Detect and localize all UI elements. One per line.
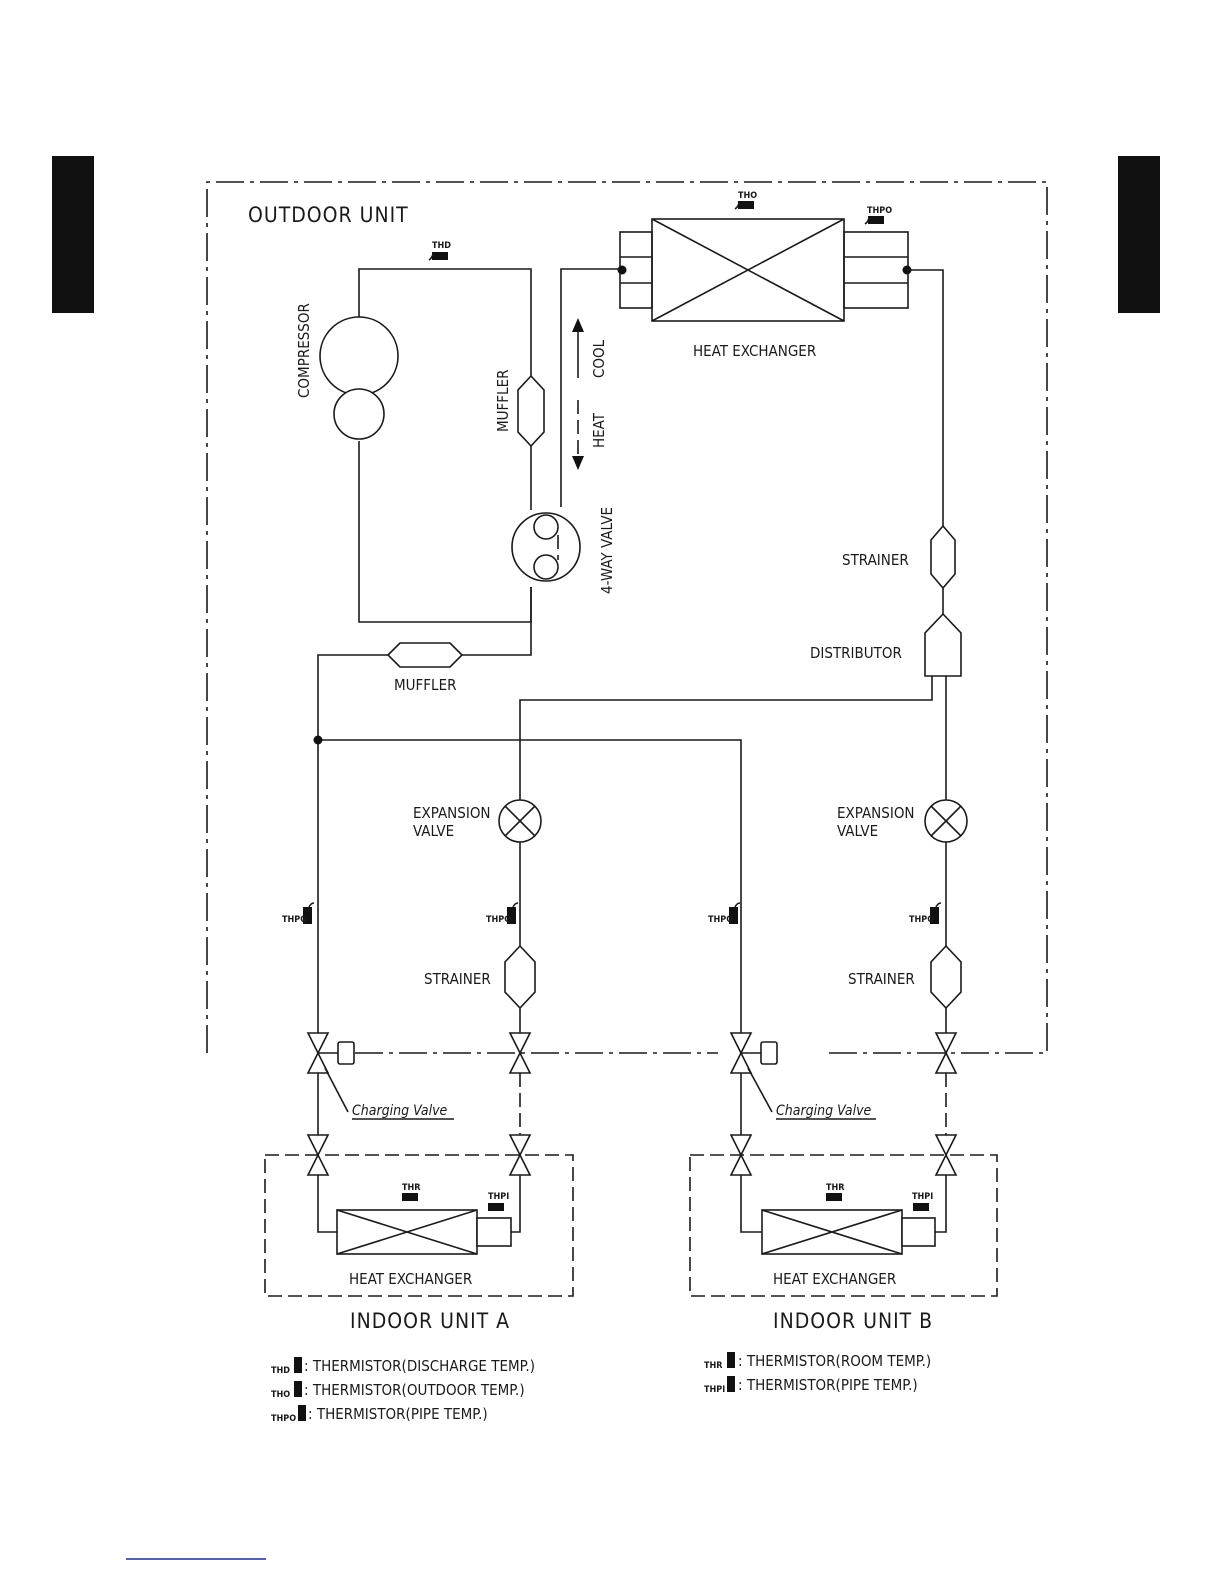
liquid-lines — [313, 676, 947, 1035]
indoor-unit-b-title: INDOOR UNIT B — [773, 1309, 933, 1333]
expansion-valve-b-line2: VALVE — [837, 822, 878, 840]
charging-valve-b-leader — [747, 1067, 773, 1113]
outdoor-heat-exchanger — [617, 218, 912, 322]
interconnect-piping — [317, 1073, 947, 1135]
indoor-a-pipe-tag: THPI — [488, 1192, 509, 1202]
outdoor-heat-exchanger-label: HEAT EXCHANGER — [693, 342, 816, 360]
thermistor-discharge-icon — [428, 252, 448, 261]
indoor-a-heat-exchanger-label: HEAT EXCHANGER — [349, 1270, 472, 1288]
outdoor-unit-title: OUTDOOR UNIT — [248, 203, 409, 227]
legend-left-text-1: : THERMISTOR(OUTDOOR TEMP.) — [304, 1381, 525, 1399]
thermistor-pipe-line-2-icon — [507, 902, 519, 924]
thermistor-discharge-tag: THD — [432, 241, 451, 251]
compressor-piping — [317, 268, 944, 1037]
strainer-a-label: STRAINER — [424, 970, 491, 988]
compressor-label: COMPRESSOR — [295, 303, 313, 398]
left-edge-tab — [52, 156, 94, 313]
thermistor-pipe-line-1-icon — [303, 902, 315, 924]
right-edge-tab — [1118, 156, 1160, 313]
legend-left-tag-1: THO — [271, 1390, 290, 1400]
thermistor-pipe-line-2-tag: THPO — [486, 915, 511, 925]
strainer-b-label: STRAINER — [848, 970, 915, 988]
muffler-bottom-label: MUFFLER — [394, 676, 456, 694]
distributor-label: DISTRIBUTOR — [810, 644, 902, 662]
indoor-b-room-tag: THR — [826, 1183, 845, 1193]
expansion-valve-a-line1: EXPANSION — [413, 804, 491, 822]
expansion-valve-a-line2: VALVE — [413, 822, 454, 840]
indoor-unit-a — [264, 1134, 574, 1297]
heat-label: HEAT — [590, 412, 608, 448]
indoor-unit-a-title: INDOOR UNIT A — [350, 1309, 510, 1333]
muffler-top-label: MUFFLER — [494, 370, 512, 432]
expansion-valve-a — [498, 799, 542, 843]
expansion-valve-b-line1: EXPANSION — [837, 804, 915, 822]
distributor — [924, 612, 962, 677]
flow-direction-arrows — [572, 318, 584, 470]
thermistor-pipe-line-3-tag: THPO — [708, 915, 733, 925]
legend-right-text-0: : THERMISTOR(ROOM TEMP.) — [738, 1352, 931, 1370]
charging-valve-a-label: Charging Valve — [352, 1103, 448, 1119]
legend-left-tag-0: THD — [271, 1366, 290, 1376]
legend-left-text-2: : THERMISTOR(PIPE TEMP.) — [308, 1405, 488, 1423]
compressor — [319, 316, 399, 440]
thermistor-pipe-line-3-icon — [729, 902, 741, 924]
charging-valve-a-leader — [324, 1067, 349, 1113]
strainer-line-b — [930, 944, 962, 1010]
legend-right-tag-0: THR — [704, 1361, 723, 1371]
charging-valve-b-label: Charging Valve — [776, 1103, 872, 1119]
cool-label: COOL — [590, 339, 608, 378]
four-way-valve — [511, 512, 581, 582]
thermistor-outdoor-temp-tag: THO — [738, 191, 757, 201]
thermistor-pipe-line-4-tag: THPO — [909, 915, 934, 925]
thermistor-outdoor-temp-icon — [734, 201, 754, 210]
legend-left-text-0: : THERMISTOR(DISCHARGE TEMP.) — [304, 1357, 535, 1375]
thermistor-pipe-line-1-tag: THPO — [282, 915, 307, 925]
service-valve-gas-a — [306, 1032, 355, 1074]
expansion-valve-b — [924, 799, 968, 843]
thermistor-pipe-line-4-icon — [930, 902, 942, 924]
thermistor-pipe-outdoor-hx-icon — [864, 216, 884, 225]
outdoor-unit-boundary — [206, 181, 1048, 1054]
service-valve-gas-b — [729, 1032, 778, 1074]
legend-right: THR : THERMISTOR(ROOM TEMP.) THPI : THER… — [704, 1352, 931, 1395]
thermistor-pipe-outdoor-hx-tag: THPO — [867, 206, 892, 216]
strainer-main-label: STRAINER — [842, 551, 909, 569]
strainer-line-a — [504, 944, 536, 1010]
strainer-main — [930, 524, 956, 590]
indoor-a-room-tag: THR — [402, 1183, 421, 1193]
legend-right-tag-1: THPI — [704, 1385, 725, 1395]
legend-left: THD : THERMISTOR(DISCHARGE TEMP.) THO : … — [271, 1357, 535, 1424]
legend-right-text-1: : THERMISTOR(PIPE TEMP.) — [738, 1376, 918, 1394]
four-way-valve-label: 4-WAY VALVE — [598, 507, 616, 594]
indoor-b-heat-exchanger-label: HEAT EXCHANGER — [773, 1270, 896, 1288]
legend-left-tag-2: THPO — [271, 1414, 296, 1424]
muffler-vertical — [517, 374, 545, 448]
indoor-unit-b — [689, 1134, 998, 1297]
indoor-b-pipe-tag: THPI — [912, 1192, 933, 1202]
muffler-horizontal — [386, 642, 464, 668]
